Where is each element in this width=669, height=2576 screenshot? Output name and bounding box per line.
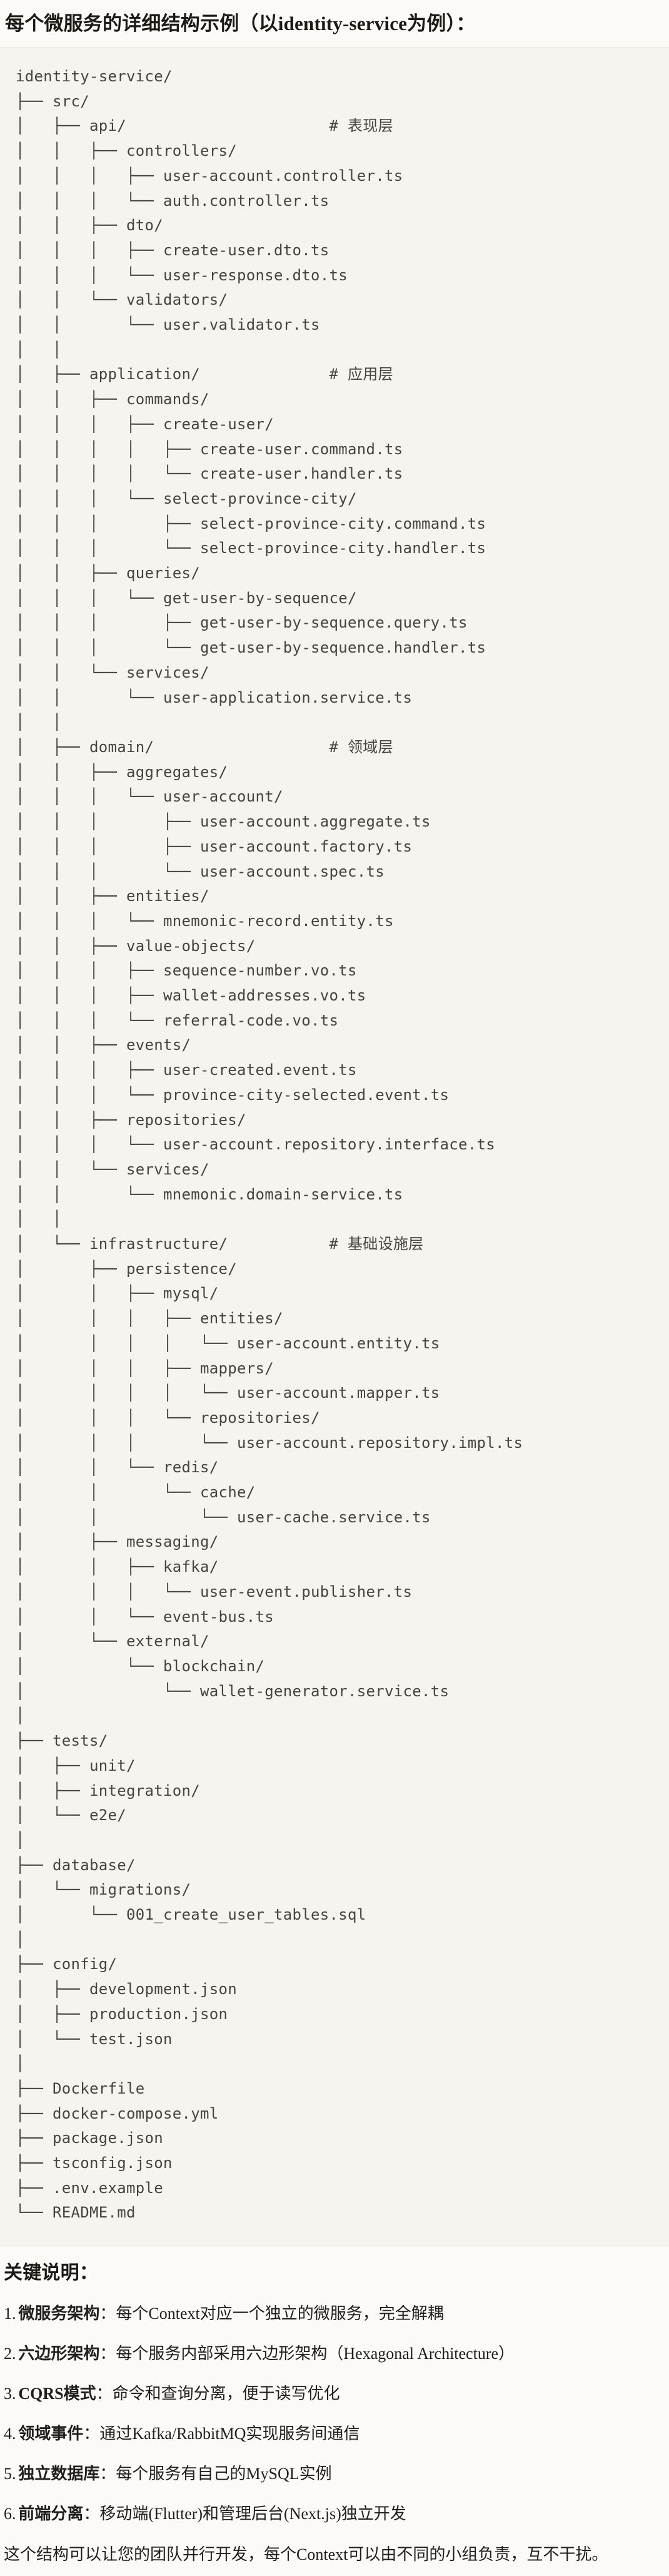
note-label: 微服务架构 <box>18 2304 100 2323</box>
file-tree: identity-service/ ├── src/ │ ├── api/ # … <box>16 68 523 2222</box>
note-label: 六边形架构 <box>18 2344 100 2363</box>
note-item: 2.六边形架构：每个服务内部采用六边形架构（Hexagonal Architec… <box>4 2343 663 2365</box>
note-number: 3. <box>4 2385 16 2403</box>
note-text: ：通过Kafka/RabbitMQ实现服务间通信 <box>83 2425 360 2443</box>
note-text: ：每个服务内部采用六边形架构（Hexagonal Architecture） <box>99 2344 515 2363</box>
footer-note: 这个结构可以让您的团队并行开发，每个Context可以由不同的小组负责，互不干扰… <box>4 2545 608 2564</box>
note-item: 5.独立数据库：每个服务有自己的MySQL实例 <box>4 2463 663 2485</box>
note-item: 4.领域事件：通过Kafka/RabbitMQ实现服务间通信 <box>4 2423 663 2445</box>
note-label: 领域事件 <box>18 2425 84 2443</box>
note-number: 6. <box>4 2505 16 2523</box>
note-number: 4. <box>4 2425 16 2443</box>
note-text: ：移动端(Flutter)和管理后台(Next.js)独立开发 <box>83 2505 406 2523</box>
code-block: identity-service/ ├── src/ │ ├── api/ # … <box>0 48 669 2247</box>
note-number: 5. <box>4 2465 16 2483</box>
notes-list: 1.微服务架构：每个Context对应一个独立的微服务，完全解耦 2.六边形架构… <box>4 2303 663 2525</box>
note-item: 3.CQRS模式：命令和查询分离，便于读写优化 <box>4 2383 663 2405</box>
note-item: 6.前端分离：移动端(Flutter)和管理后台(Next.js)独立开发 <box>4 2503 663 2525</box>
document-header: 每个微服务的详细结构示例（以identity-service为例）： <box>0 0 669 48</box>
note-item: 1.微服务架构：每个Context对应一个独立的微服务，完全解耦 <box>4 2303 663 2324</box>
note-label: 前端分离 <box>18 2505 84 2523</box>
page-title: 每个微服务的详细结构示例（以identity-service为例）： <box>5 13 476 34</box>
note-number: 2. <box>4 2344 16 2363</box>
note-text: ：每个服务有自己的MySQL实例 <box>99 2465 332 2483</box>
note-text: ：命令和查询分离，便于读写优化 <box>96 2385 340 2403</box>
note-label: CQRS模式 <box>18 2385 96 2403</box>
notes-heading: 关键说明： <box>4 2263 98 2284</box>
note-label: 独立数据库 <box>18 2465 100 2483</box>
notes-section: 关键说明： 1.微服务架构：每个Context对应一个独立的微服务，完全解耦 2… <box>0 2246 669 2576</box>
note-number: 1. <box>4 2304 16 2323</box>
note-text: ：每个Context对应一个独立的微服务，完全解耦 <box>99 2304 444 2323</box>
